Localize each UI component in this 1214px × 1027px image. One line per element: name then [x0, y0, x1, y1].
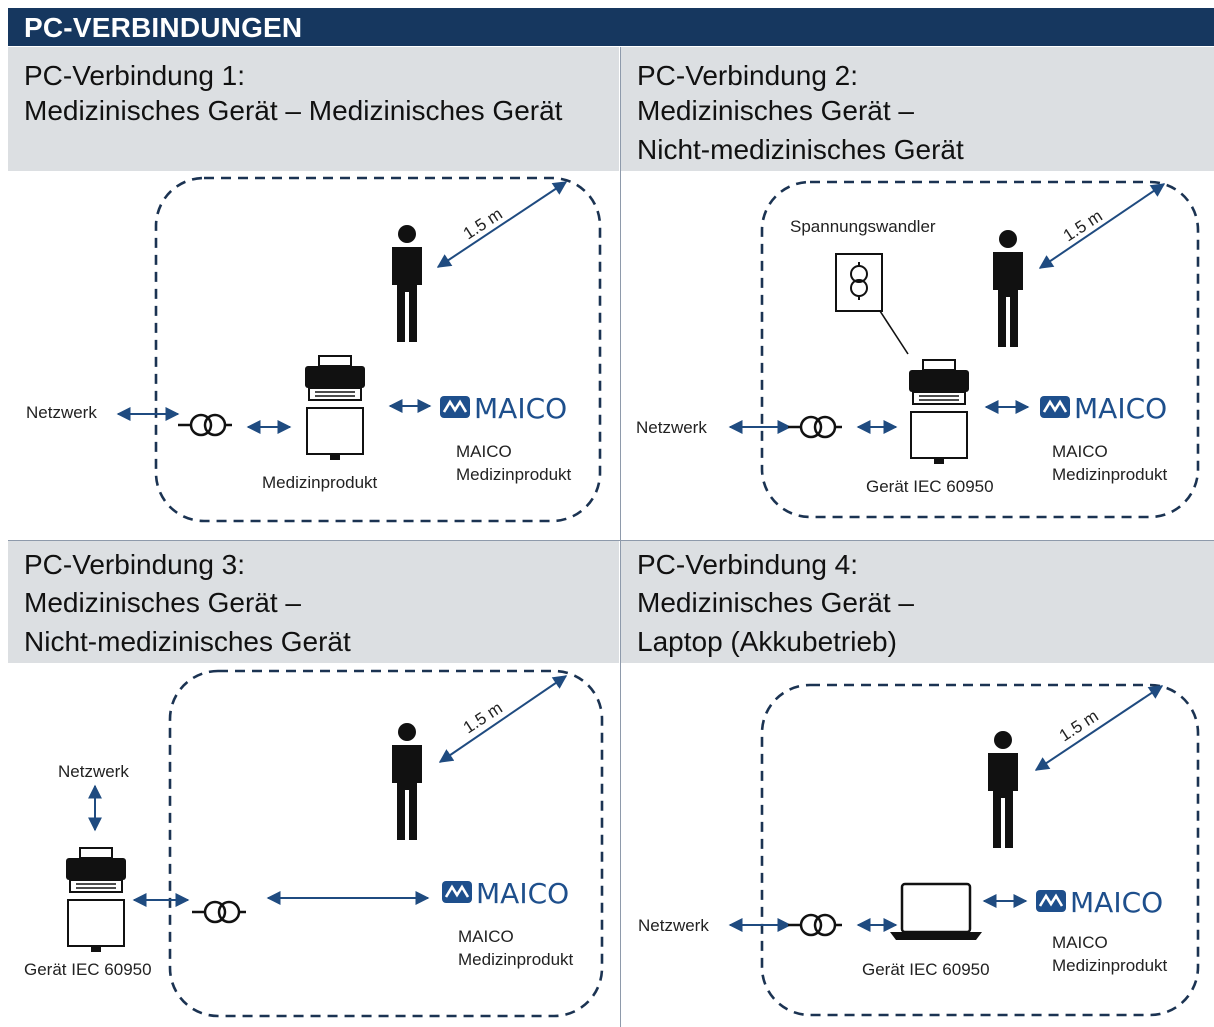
- panel3-header: PC-Verbindung 3: Medizinisches Gerät – N…: [8, 541, 619, 663]
- page-title: PC-VERBINDUNGEN: [24, 12, 303, 43]
- panel1-heading-line2: Medizinisches Gerät – Medizinisches Gerä…: [24, 95, 563, 126]
- panel4-header: PC-Verbindung 4: Medizinisches Gerät – L…: [621, 541, 1214, 663]
- panel2-heading-line1: PC-Verbindung 2:: [637, 60, 859, 91]
- isolation-transformer-icon: [786, 913, 844, 937]
- medical-device-icon: [304, 355, 366, 461]
- maico-label-line2: Medizinprodukt: [1052, 465, 1168, 484]
- panel3-heading-line1: PC-Verbindung 3:: [24, 549, 246, 580]
- distance-arrow: [1038, 183, 1166, 269]
- panel3-heading-line3: Nicht-medizinisches Gerät: [24, 626, 351, 657]
- iec-device-icon: [908, 359, 970, 465]
- panel4-diagram: 1.5 m Netzwerk Gerät IEC 60950 MAICO MAI…: [638, 683, 1200, 1017]
- title-bar: PC-VERBINDUNGEN: [8, 8, 1214, 46]
- panel1-header: PC-Verbindung 1: Medizinisches Gerät – M…: [8, 47, 619, 171]
- device-label: Gerät IEC 60950: [866, 477, 994, 496]
- column-divider: [620, 47, 621, 1027]
- isolation-transformer-icon: [176, 413, 234, 437]
- maico-logo-icon: [1034, 888, 1068, 914]
- maico-label-line1: MAICO: [1052, 442, 1108, 461]
- voltage-converter-lead: [879, 310, 909, 355]
- device-label: Medizinprodukt: [262, 473, 378, 492]
- panel3-heading-line2: Medizinisches Gerät –: [24, 587, 302, 618]
- panel3-diagram: 1.5 m Netzwerk Gerät IEC 60950 MAICO MAI…: [24, 669, 604, 1018]
- maico-logo-text: MAICO: [1070, 886, 1163, 919]
- maico-logo-icon: [1038, 394, 1072, 420]
- distance-arrow: [1034, 685, 1164, 771]
- distance-arrow: [438, 675, 568, 763]
- network-label: Netzwerk: [58, 762, 129, 781]
- maico-label-line1: MAICO: [458, 927, 514, 946]
- distance-arrow: [436, 181, 568, 268]
- patient-icon: [392, 225, 422, 342]
- maico-label-line2: Medizinprodukt: [456, 465, 572, 484]
- patient-icon: [993, 230, 1023, 347]
- panel4-heading-line3: Laptop (Akkubetrieb): [637, 626, 897, 657]
- patient-icon: [988, 731, 1018, 848]
- panel4-heading-line1: PC-Verbindung 4:: [637, 549, 859, 580]
- panel2-diagram: 1.5 m Spannungswandler Netzwerk Gerät IE…: [636, 180, 1200, 519]
- panel1-diagram: 1.5 m Netzwerk Medizinprodukt MAICO MAIC…: [26, 176, 602, 523]
- maico-label-line1: MAICO: [1052, 933, 1108, 952]
- patient-icon: [392, 723, 422, 840]
- panel3-safety-zone: [168, 669, 604, 1018]
- distance-label: 1.5 m: [460, 698, 506, 737]
- maico-label-line2: Medizinprodukt: [458, 950, 574, 969]
- panel4-heading-line2: Medizinisches Gerät –: [637, 587, 915, 618]
- panel1-safety-zone: [154, 176, 602, 523]
- row-divider: [8, 540, 1214, 541]
- maico-logo-text: MAICO: [476, 877, 569, 910]
- laptop-icon: [888, 882, 984, 942]
- iec-device-icon: [65, 847, 127, 953]
- maico-logo-text: MAICO: [1074, 392, 1167, 425]
- panel2-header: PC-Verbindung 2: Medizinisches Gerät – N…: [621, 47, 1214, 171]
- network-label: Netzwerk: [636, 418, 707, 437]
- device-label: Gerät IEC 60950: [24, 960, 152, 979]
- panel2-heading-line2: Medizinisches Gerät –: [637, 95, 915, 126]
- device-label: Gerät IEC 60950: [862, 960, 990, 979]
- transformer-label: Spannungswandler: [790, 217, 936, 236]
- maico-logo-icon: [440, 879, 474, 905]
- panel4-safety-zone: [760, 683, 1200, 1017]
- panel1-heading-line1: PC-Verbindung 1:: [24, 60, 246, 91]
- isolation-transformer-icon: [190, 900, 248, 924]
- maico-logo-text: MAICO: [474, 392, 567, 425]
- network-label: Netzwerk: [26, 403, 97, 422]
- isolation-transformer-icon: [786, 415, 844, 439]
- panel2-heading-line3: Nicht-medizinisches Gerät: [637, 134, 964, 165]
- panel2-safety-zone: [760, 180, 1200, 519]
- distance-label: 1.5 m: [1056, 706, 1102, 745]
- maico-label-line1: MAICO: [456, 442, 512, 461]
- maico-logo-icon: [438, 394, 472, 420]
- network-label: Netzwerk: [638, 916, 709, 935]
- maico-label-line2: Medizinprodukt: [1052, 956, 1168, 975]
